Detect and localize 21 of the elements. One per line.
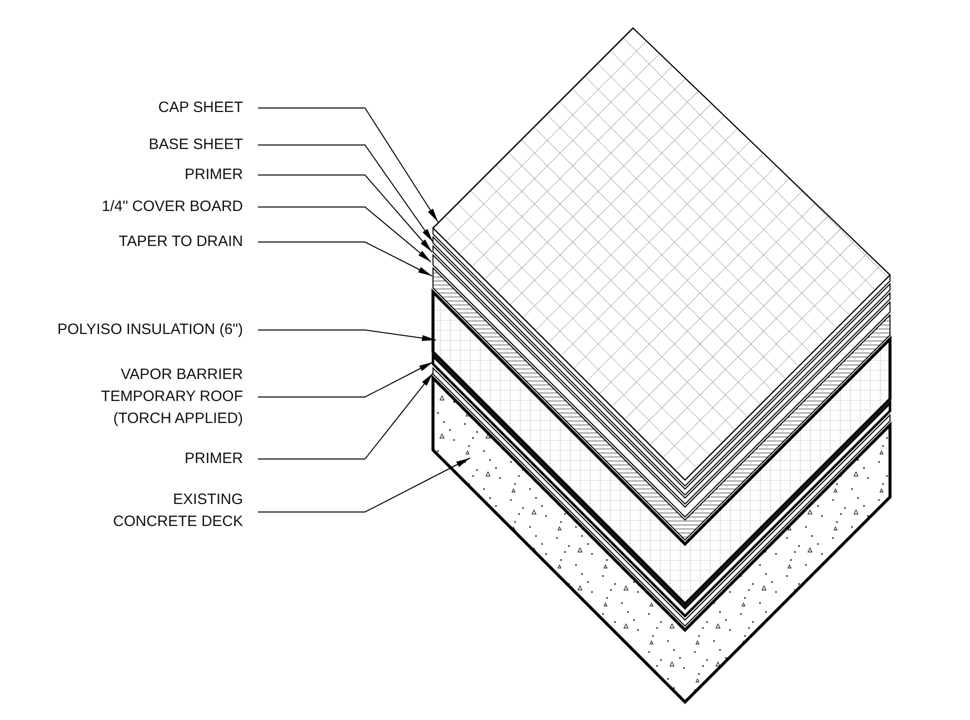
leader-line [258, 174, 432, 252]
insulation-layer [432, 288, 892, 606]
concrete-deck-layer [432, 374, 892, 704]
leader-line [258, 242, 432, 276]
leader-line [258, 362, 434, 398]
callout-label: POLYISO INSULATION (6") [23, 319, 243, 341]
leader-line [258, 372, 434, 460]
callout-label: VAPOR BARRIER TEMPORARY ROOF (TORCH APPLIED) [93, 364, 243, 430]
callout-label: BASE SHEET [23, 134, 243, 156]
callout-label: EXISTING CONCRETE DECK [108, 489, 243, 533]
leader-line [258, 108, 438, 222]
callout-label: CAP SHEET [23, 97, 243, 119]
leader-line [258, 144, 434, 242]
cap-sheet-layer [432, 27, 891, 487]
callout-label: TAPER TO DRAIN [23, 231, 243, 253]
callout-label: 1/4" COVER BOARD [23, 196, 243, 218]
leader-line [258, 458, 470, 512]
leader-line [258, 330, 436, 342]
callout-label: PRIMER [23, 448, 243, 470]
leader-line [258, 206, 432, 262]
callout-label: PRIMER [23, 164, 243, 186]
